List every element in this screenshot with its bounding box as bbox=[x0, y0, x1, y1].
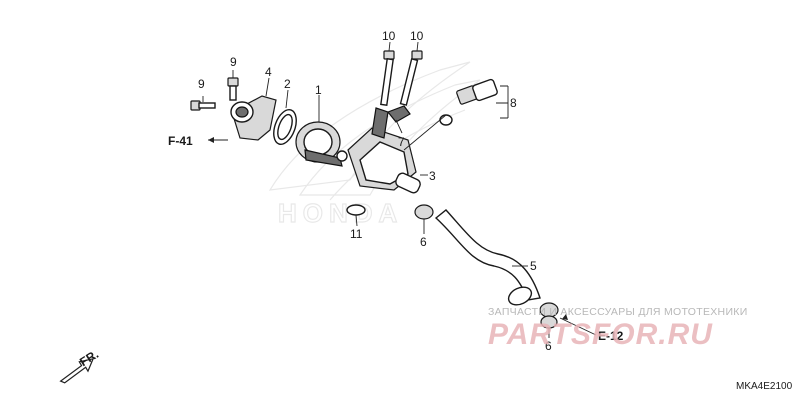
callout-6-lower: 6 bbox=[545, 339, 552, 353]
front-direction-arrow bbox=[59, 357, 95, 384]
watermark-caption: ЗАПЧАСТИ И АКСЕССУАРЫ ДЛЯ МОТОТЕХНИКИ bbox=[488, 306, 748, 318]
callout-10-right: 10 bbox=[410, 29, 424, 43]
diagram-code: MKA4E2100 bbox=[736, 381, 793, 392]
callout-1: 1 bbox=[315, 83, 322, 97]
callout-10-left: 10 bbox=[382, 29, 396, 43]
clip-part-7 bbox=[387, 105, 411, 134]
reference-f41: F-41 bbox=[168, 134, 193, 148]
hose-clamp-part-6-upper bbox=[414, 204, 434, 234]
bolt-10-right bbox=[399, 41, 423, 106]
thermostat-housing-part-3 bbox=[347, 107, 428, 194]
thermostat-cover-part-4 bbox=[230, 77, 277, 141]
callout-7: 7 bbox=[398, 135, 405, 149]
callout-2: 2 bbox=[284, 77, 291, 91]
callout-4: 4 bbox=[265, 65, 272, 79]
watermark-brand-text: HONDA bbox=[278, 198, 403, 228]
callout-9-left: 9 bbox=[198, 77, 205, 91]
hose-clamp-part-6-lower bbox=[539, 302, 559, 338]
bolt-9-left bbox=[190, 96, 216, 111]
callout-8: 8 bbox=[510, 96, 517, 110]
callout-9-upper: 9 bbox=[230, 55, 237, 69]
watermark-logo-text: PARTSFOR.RU bbox=[488, 318, 713, 351]
water-hose-part-5 bbox=[434, 209, 541, 306]
reference-arrow-e12 bbox=[559, 314, 597, 336]
callout-3: 3 bbox=[429, 169, 436, 183]
bolt-9-upper bbox=[227, 70, 239, 101]
reference-e12: E-12 bbox=[598, 329, 624, 343]
callout-5: 5 bbox=[530, 259, 537, 273]
thermostat-part-1 bbox=[295, 95, 348, 167]
o-ring-part-11 bbox=[346, 204, 366, 227]
temperature-sensor-part-8 bbox=[403, 78, 509, 151]
callout-11: 11 bbox=[350, 227, 363, 241]
reference-arrow-f41 bbox=[208, 137, 228, 143]
callout-6-upper: 6 bbox=[420, 235, 427, 249]
o-ring-part-2 bbox=[273, 89, 297, 145]
bolt-10-left bbox=[380, 41, 395, 106]
